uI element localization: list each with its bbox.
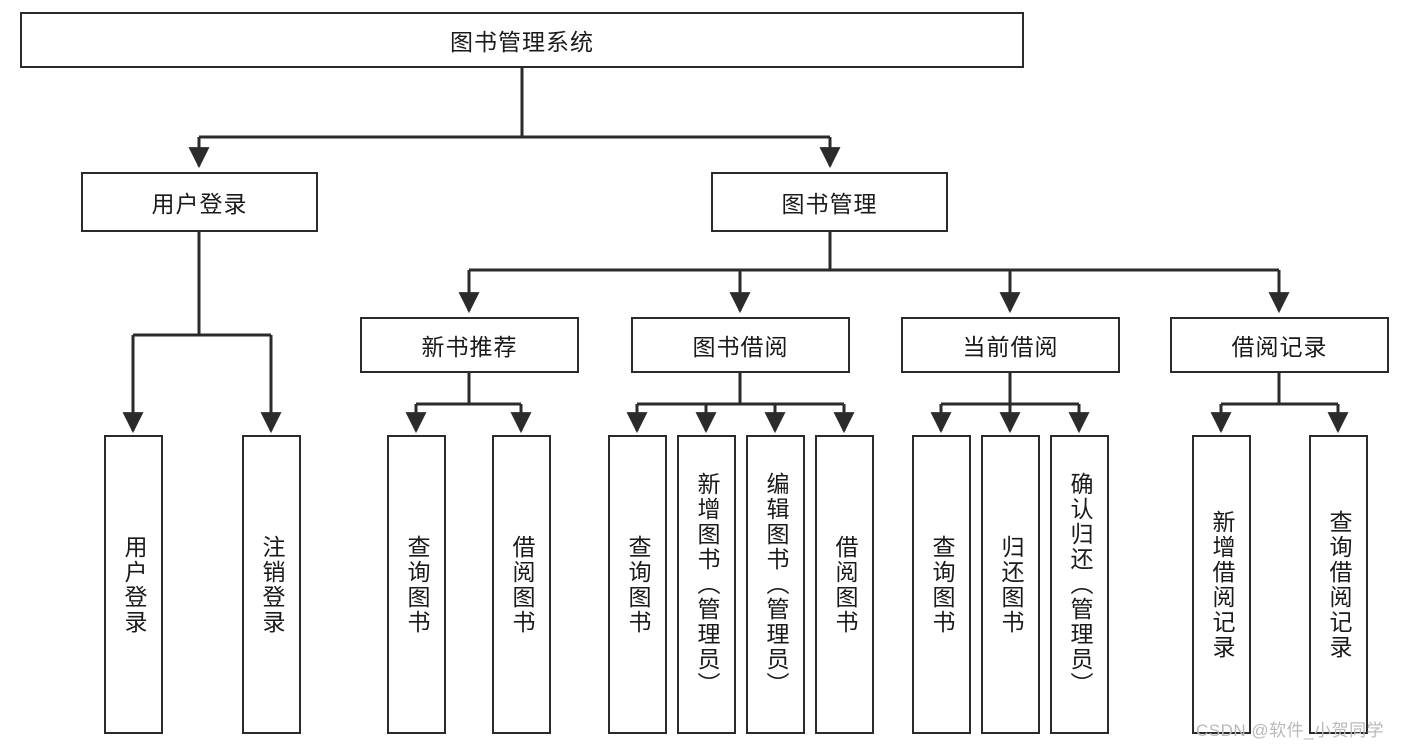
leaf-newbook-borrow[interactable]: 借阅图书 xyxy=(492,435,551,734)
leaf-label: 查询图书 xyxy=(625,534,651,635)
leaf-label: 编辑图书（管理员） xyxy=(763,472,789,697)
node-borrow-record[interactable]: 借阅记录 xyxy=(1170,317,1389,373)
node-root[interactable]: 图书管理系统 xyxy=(20,12,1024,68)
node-root-label: 图书管理系统 xyxy=(450,29,594,55)
leaf-user-login-login[interactable]: 用户登录 xyxy=(104,435,163,734)
node-borrow-record-label: 借阅记录 xyxy=(1231,334,1328,360)
node-book-borrow[interactable]: 图书借阅 xyxy=(631,317,850,373)
leaf-label: 新增借阅记录 xyxy=(1209,509,1235,660)
node-current-borrow-label: 当前借阅 xyxy=(962,334,1059,360)
leaf-label: 借阅图书 xyxy=(832,534,858,635)
node-new-book-recommend[interactable]: 新书推荐 xyxy=(360,317,579,373)
leaf-label: 借阅图书 xyxy=(509,534,535,635)
leaf-record-add[interactable]: 新增借阅记录 xyxy=(1192,435,1251,734)
node-user-login-label: 用户登录 xyxy=(151,191,248,217)
leaf-newbook-query[interactable]: 查询图书 xyxy=(387,435,446,734)
leaf-label: 用户登录 xyxy=(121,534,147,635)
leaf-label: 查询图书 xyxy=(929,534,955,635)
leaf-record-query[interactable]: 查询借阅记录 xyxy=(1309,435,1368,734)
leaf-borrow-borrow[interactable]: 借阅图书 xyxy=(815,435,874,734)
node-book-management-label: 图书管理 xyxy=(781,191,878,217)
leaf-label: 新增图书（管理员） xyxy=(694,472,720,697)
node-book-management[interactable]: 图书管理 xyxy=(711,172,948,232)
leaf-user-login-logout[interactable]: 注销登录 xyxy=(242,435,301,734)
leaf-borrow-add[interactable]: 新增图书（管理员） xyxy=(677,435,736,734)
leaf-label: 归还图书 xyxy=(998,534,1024,635)
leaf-current-query[interactable]: 查询图书 xyxy=(912,435,971,734)
leaf-label: 注销登录 xyxy=(259,534,285,635)
leaf-label: 确认归还（管理员） xyxy=(1067,472,1093,697)
node-user-login[interactable]: 用户登录 xyxy=(81,172,318,232)
leaf-borrow-edit[interactable]: 编辑图书（管理员） xyxy=(746,435,805,734)
leaf-borrow-query[interactable]: 查询图书 xyxy=(608,435,667,734)
leaf-label: 查询借阅记录 xyxy=(1326,509,1352,660)
node-book-borrow-label: 图书借阅 xyxy=(692,334,789,360)
leaf-label: 查询图书 xyxy=(404,534,430,635)
leaf-current-confirm-return[interactable]: 确认归还（管理员） xyxy=(1050,435,1109,734)
node-current-borrow[interactable]: 当前借阅 xyxy=(901,317,1120,373)
node-new-book-recommend-label: 新书推荐 xyxy=(421,334,518,360)
leaf-current-return[interactable]: 归还图书 xyxy=(981,435,1040,734)
